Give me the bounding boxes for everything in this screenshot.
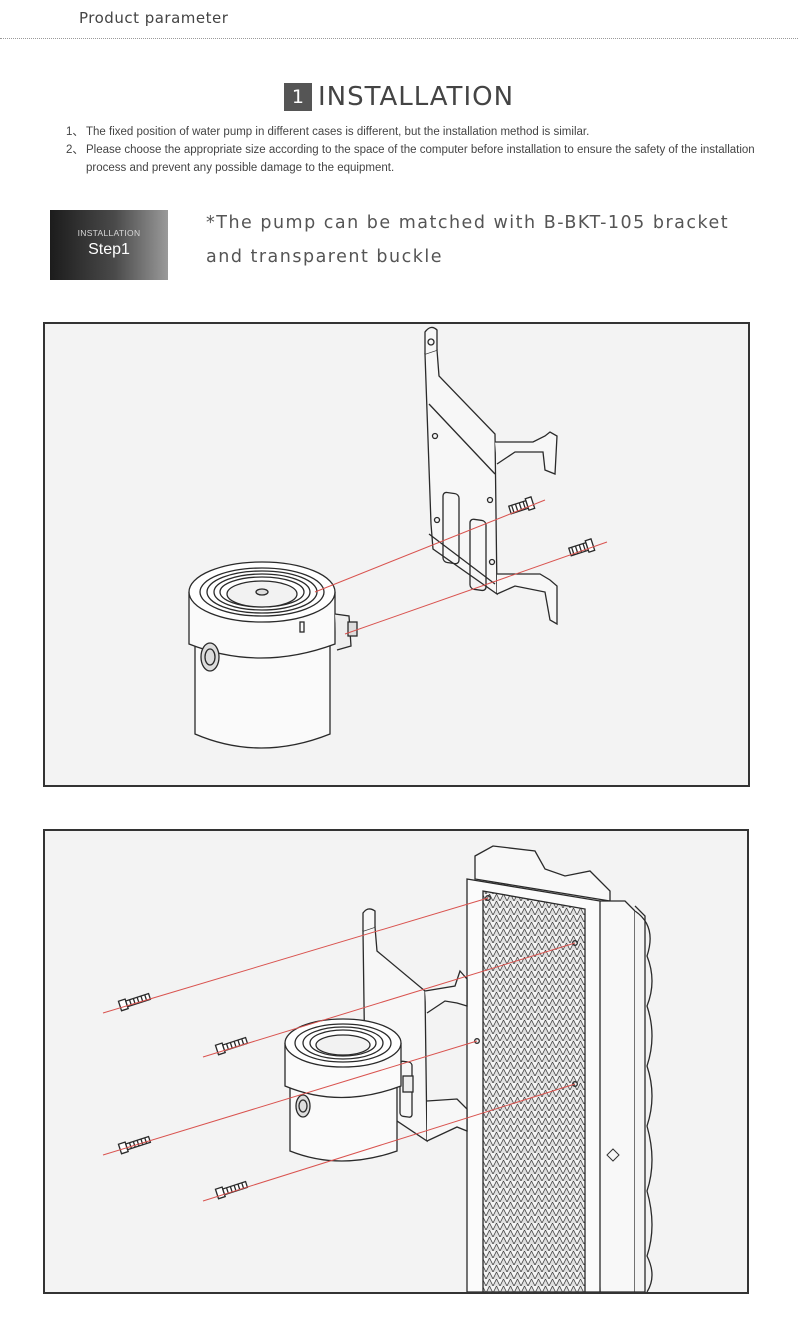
bracket-top-tab [424, 326, 438, 354]
note-item: 1、 The fixed position of water pump in d… [66, 123, 766, 141]
pump-lower-body [194, 644, 331, 749]
radiator-fan-edge [634, 905, 646, 1292]
guide-line [344, 541, 608, 635]
bracket-top-tab [362, 908, 376, 931]
bracket-compatibility-note: *The pump can be matched with B-BKT-105 … [206, 213, 730, 267]
radiator-logo [606, 1148, 620, 1162]
bracket-slot [469, 518, 487, 592]
screw [507, 496, 536, 515]
section-number-badge: 1 [283, 83, 312, 111]
bracket-slot [442, 491, 460, 565]
bracket-arm-lower [496, 573, 558, 626]
pump-lower-body [289, 1081, 398, 1162]
bracket-arm-lower [426, 1098, 468, 1142]
guide-line [314, 499, 546, 593]
note-number: 1、 [66, 126, 84, 138]
bracket-arm-upper [495, 431, 558, 475]
step-badge-name: Step1 [88, 241, 130, 258]
illustration-pump-bracket [43, 322, 750, 787]
guide-line [102, 1040, 478, 1156]
pump-side-port [295, 1094, 311, 1118]
guide-line [202, 942, 576, 1058]
page-header-title: Product parameter [79, 9, 229, 27]
header-divider [0, 38, 798, 39]
note-text: The fixed position of water pump in diff… [86, 126, 590, 138]
screw [567, 538, 596, 557]
radiator-mount-drawing [102, 845, 653, 1292]
screw [117, 1135, 152, 1155]
guide-line [102, 897, 489, 1014]
pump-top-cap [315, 1034, 371, 1056]
bracket-arm-upper [424, 969, 468, 1014]
illustration-radiator-mount [43, 829, 749, 1294]
step-badge: INSTALLATION Step1 [50, 210, 168, 280]
pump-bracket-drawing [188, 326, 608, 749]
screw [214, 1036, 249, 1056]
note-number: 2、 [66, 144, 84, 156]
section-title: INSTALLATION [317, 82, 515, 112]
screw [117, 992, 152, 1012]
note-item: 2、 Please choose the appropriate size ac… [66, 141, 766, 177]
note-text: Please choose the appropriate size accor… [86, 144, 755, 174]
step-badge-label: INSTALLATION [77, 228, 141, 238]
pump-side-port [200, 642, 220, 672]
installation-notes: 1、 The fixed position of water pump in d… [66, 123, 766, 177]
radiator-end-cap [474, 845, 611, 902]
radiator-fin-core [482, 890, 586, 1292]
guide-line [202, 1083, 576, 1202]
